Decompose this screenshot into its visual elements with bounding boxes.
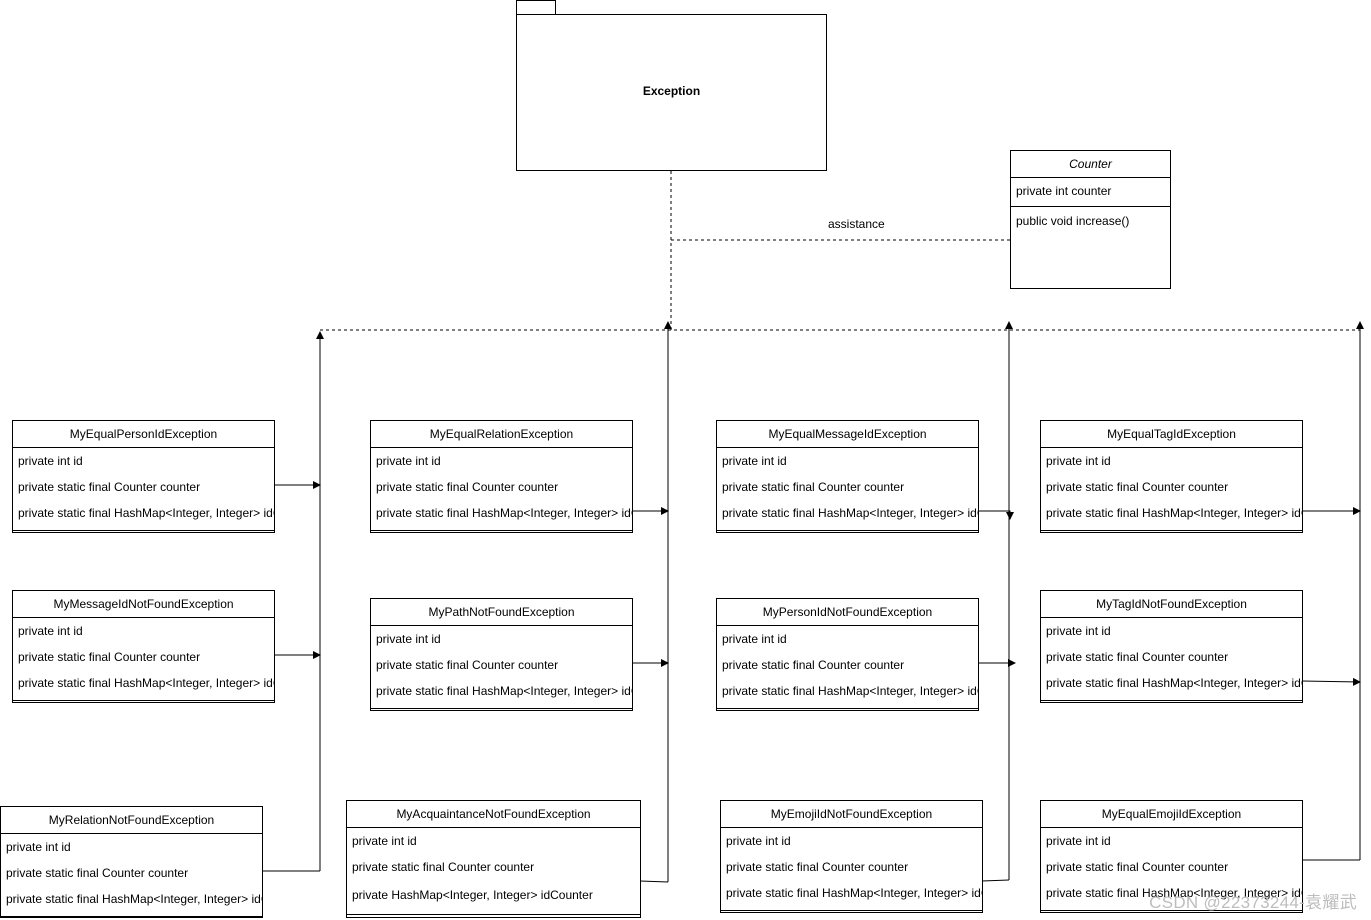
class-divider <box>371 704 632 709</box>
class-name: MyRelationNotFoundException <box>1 807 262 834</box>
class-name: MyEqualEmojiIdException <box>1041 801 1302 828</box>
field-id: private int id <box>376 632 441 646</box>
class-divider <box>1041 906 1302 911</box>
class-my-equal-message-id-exception[interactable]: MyEqualMessageIdException private int id… <box>716 420 979 533</box>
class-my-equal-tag-id-exception[interactable]: MyEqualTagIdException private int id pri… <box>1040 420 1303 533</box>
class-my-equal-person-id-exception[interactable]: MyEqualPersonIdException private int id … <box>12 420 275 533</box>
class-name: MyTagIdNotFoundException <box>1041 591 1302 618</box>
counter-class-name: Counter <box>1011 151 1170 178</box>
field-id: private int id <box>18 454 83 468</box>
class-divider <box>371 526 632 531</box>
class-my-message-id-not-found-exception[interactable]: MyMessageIdNotFoundException private int… <box>12 590 275 703</box>
field-id-counter: private static final HashMap<Integer, In… <box>726 886 982 900</box>
exception-package[interactable]: Exception <box>516 14 827 171</box>
field-counter: private static final Counter counter <box>1046 650 1229 664</box>
class-divider <box>1 912 262 917</box>
field-id: private int id <box>1046 624 1111 638</box>
association-label: assistance <box>828 217 885 231</box>
field-counter: private static final Counter counter <box>1046 860 1229 874</box>
field-id-counter: private static final HashMap<Integer, In… <box>722 506 978 520</box>
field-counter: private static final Counter counter <box>722 480 905 494</box>
class-name: MyMessageIdNotFoundException <box>13 591 274 618</box>
field-id: private int id <box>18 624 83 638</box>
class-my-relation-not-found-exception[interactable]: MyRelationNotFoundException private int … <box>0 806 263 918</box>
field-id: private int id <box>722 454 787 468</box>
field-counter: private static final Counter counter <box>726 860 909 874</box>
counter-attribute: private int counter <box>1016 184 1112 198</box>
counter-operation: public void increase() <box>1011 206 1170 234</box>
edge-equal-message-id <box>978 510 1014 520</box>
class-name: MyEqualTagIdException <box>1041 421 1302 448</box>
class-my-equal-emoji-id-exception[interactable]: MyEqualEmojiIdException private int id p… <box>1040 800 1303 913</box>
watermark: CSDN @22373244-袁耀武 <box>1149 893 1357 912</box>
class-my-emoji-id-not-found-exception[interactable]: MyEmojiIdNotFoundException private int i… <box>720 800 983 913</box>
field-id-counter: private static final HashMap<Integer, In… <box>376 684 632 698</box>
field-id: private int id <box>726 834 791 848</box>
field-counter: private static final Counter counter <box>6 866 189 880</box>
class-my-tag-id-not-found-exception[interactable]: MyTagIdNotFoundException private int id … <box>1040 590 1303 703</box>
field-id-counter: private static final HashMap<Integer, In… <box>1046 886 1302 900</box>
field-id-counter: private HashMap<Integer, Integer> idCoun… <box>352 888 593 902</box>
class-divider <box>13 526 274 531</box>
class-my-path-not-found-exception[interactable]: MyPathNotFoundException private int id p… <box>370 598 633 711</box>
field-id: private int id <box>376 454 441 468</box>
class-divider <box>717 704 978 709</box>
class-my-person-id-not-found-exception[interactable]: MyPersonIdNotFoundException private int … <box>716 598 979 711</box>
class-divider <box>717 526 978 531</box>
class-divider <box>347 910 640 915</box>
field-id-counter: private static final HashMap<Integer, In… <box>18 676 274 690</box>
field-id: private int id <box>1046 834 1111 848</box>
class-divider <box>13 696 274 701</box>
class-name: MyAcquaintanceNotFoundException <box>347 801 640 828</box>
field-counter: private static final Counter counter <box>352 860 535 874</box>
field-id-counter: private static final HashMap<Integer, In… <box>376 506 632 520</box>
edge-acquaintance-not-found <box>639 880 669 883</box>
field-counter: private static final Counter counter <box>18 480 201 494</box>
field-id: private int id <box>6 840 71 854</box>
field-id: private int id <box>352 834 417 848</box>
edge-emoji-id-not-found <box>981 879 1010 882</box>
field-counter: private static final Counter counter <box>1046 480 1229 494</box>
field-id: private int id <box>1046 454 1111 468</box>
class-divider <box>721 906 982 911</box>
class-name: MyEqualPersonIdException <box>13 421 274 448</box>
field-counter: private static final Counter counter <box>376 658 559 672</box>
class-name: MyEmojiIdNotFoundException <box>721 801 982 828</box>
edge-tag-id-not-found <box>1301 677 1361 686</box>
class-divider <box>1041 526 1302 531</box>
field-id-counter: private static final HashMap<Integer, In… <box>18 506 274 520</box>
package-tab <box>516 0 556 14</box>
field-id-counter: private static final HashMap<Integer, In… <box>6 892 262 906</box>
class-divider <box>1041 696 1302 701</box>
field-id: private int id <box>722 632 787 646</box>
class-my-equal-relation-exception[interactable]: MyEqualRelationException private int id … <box>370 420 633 533</box>
field-counter: private static final Counter counter <box>18 650 201 664</box>
field-id-counter: private static final HashMap<Integer, In… <box>1046 506 1302 520</box>
class-name: MyEqualRelationException <box>371 421 632 448</box>
field-id-counter: private static final HashMap<Integer, In… <box>1046 676 1302 690</box>
class-name: MyEqualMessageIdException <box>717 421 978 448</box>
class-name: MyPathNotFoundException <box>371 599 632 626</box>
package-name: Exception <box>642 83 701 98</box>
class-name: MyPersonIdNotFoundException <box>717 599 978 626</box>
counter-class[interactable]: Counter private int counter public void … <box>1010 150 1171 289</box>
field-counter: private static final Counter counter <box>376 480 559 494</box>
field-counter: private static final Counter counter <box>722 658 905 672</box>
class-my-acquaintance-not-found-exception[interactable]: MyAcquaintanceNotFoundException private … <box>346 800 641 918</box>
field-id-counter: private static final HashMap<Integer, In… <box>722 684 978 698</box>
